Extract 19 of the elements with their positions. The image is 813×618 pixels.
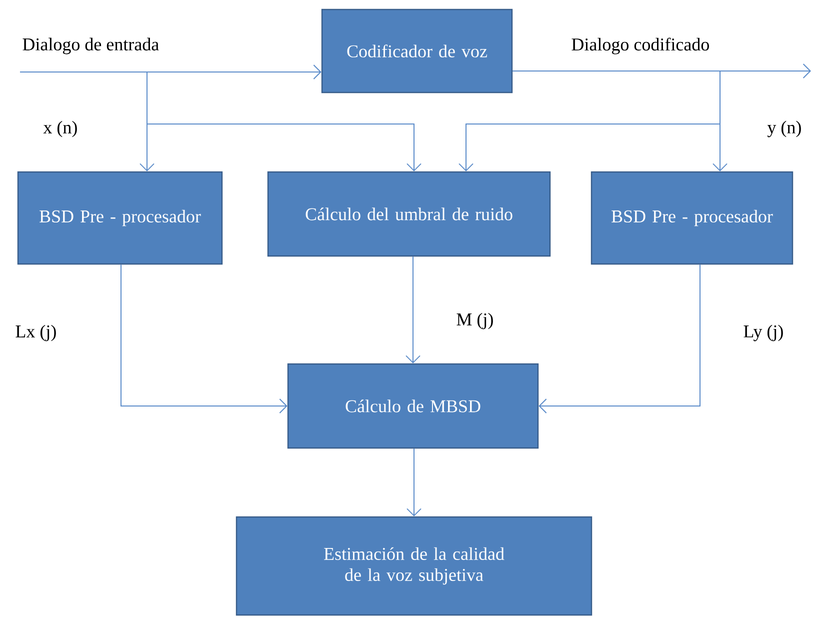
process-box: Estimación de la calidad de la voz subjetiva <box>236 516 592 616</box>
process-box: BSD Pre - procesador <box>17 171 223 265</box>
edge-label: M (j) <box>455 312 495 330</box>
process-box: Cálculo de MBSD <box>287 363 539 449</box>
edge-label: Lx (j) <box>14 324 58 342</box>
arrow <box>458 70 720 172</box>
process-box: BSD Pre - procesador <box>590 171 794 265</box>
process-box: Codificador de voz <box>321 8 513 94</box>
arrow <box>120 264 288 414</box>
edge-label: Dialogo codificado <box>570 36 711 56</box>
arrow <box>406 256 420 364</box>
edge-label: y (n) <box>766 120 803 138</box>
arrow <box>20 64 322 80</box>
arrow <box>538 264 700 414</box>
edge-label: x (n) <box>42 120 79 138</box>
edge-label: Dialogo de entrada <box>21 36 160 56</box>
arrow <box>406 448 422 516</box>
process-box: Cálculo del umbral de ruido <box>267 171 551 257</box>
edge-label: Ly (j) <box>742 324 785 342</box>
